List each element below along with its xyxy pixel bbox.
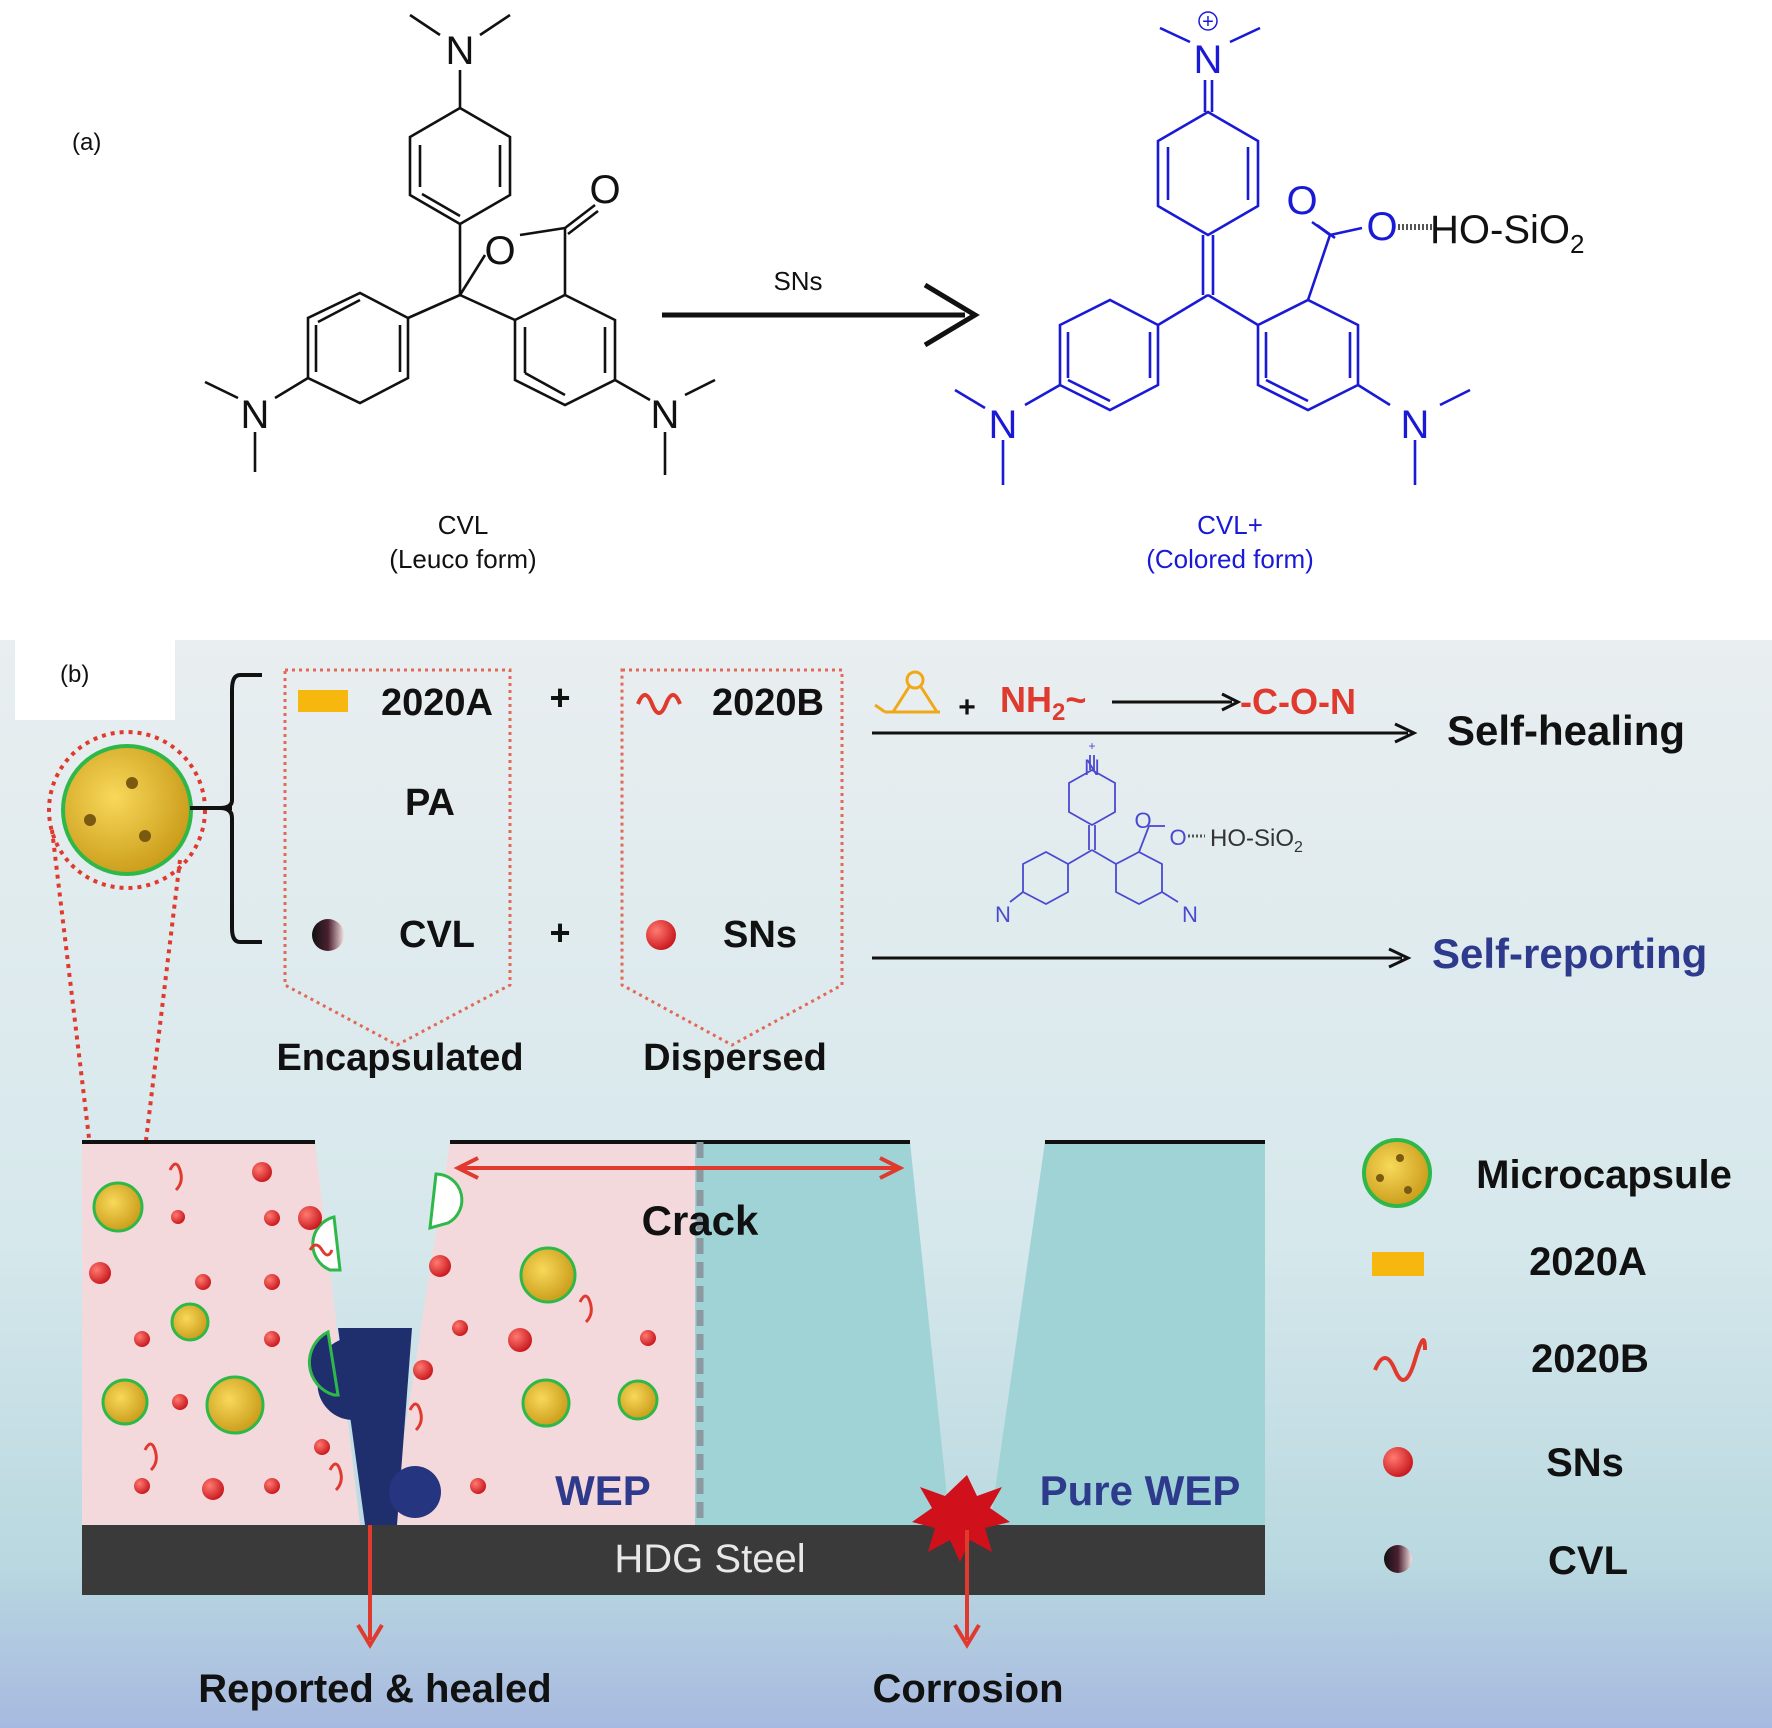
mini-cvl-atoms: N + N N O O — [995, 739, 1198, 927]
healing-arrow-head — [1394, 722, 1418, 744]
atom-n-top-plus: N — [1194, 38, 1223, 82]
reaction-plus: + — [958, 691, 976, 724]
content-bracket — [219, 673, 262, 944]
product-label: -C-O-N — [1240, 681, 1356, 722]
mini-n-right: N — [1182, 902, 1198, 927]
legend-2020b: 2020B — [1531, 1337, 1649, 1381]
dispersed-2020b-squiggles — [143, 1162, 593, 1492]
squiggle-2020b-icon — [636, 693, 682, 715]
healed-arrow-head — [356, 1623, 384, 1649]
cvl-leuco-structure — [204, 13, 716, 475]
cvl-dot-icon — [312, 919, 344, 951]
corrosion-burst-icon — [912, 1475, 1010, 1562]
steel-label: HDG Steel — [614, 1537, 805, 1581]
panel-a: (a) — [72, 11, 1584, 574]
legend-microcapsule: Microcapsule — [1476, 1153, 1732, 1197]
mini-cvl-structure — [1009, 755, 1205, 906]
corrosion-arrow-head — [953, 1623, 981, 1649]
atom-n-right: N — [651, 393, 680, 437]
atom-o-carbonyl-colored: O — [1286, 179, 1317, 223]
charge-circle — [1198, 11, 1218, 31]
ho-sio2-label: HO-SiO2 — [1430, 208, 1584, 259]
item-2020b: 2020B — [712, 682, 824, 724]
epoxide-icon — [874, 670, 940, 714]
reported-healed-label: Reported & healed — [198, 1667, 551, 1711]
reaction-arrow — [662, 282, 980, 348]
atom-o-carbonyl: O — [589, 168, 620, 212]
atom-n-right-colored: N — [1401, 403, 1430, 447]
item-sns: SNs — [723, 914, 797, 956]
legend-sns: SNs — [1546, 1441, 1624, 1485]
amine-arrow-head — [1221, 692, 1242, 712]
plus-bottom: + — [549, 912, 570, 953]
legend-2020a-icon — [1372, 1252, 1424, 1276]
mini-n-top: N — [1084, 755, 1100, 780]
reporting-arrow-head — [1388, 947, 1412, 969]
item-pa: PA — [405, 782, 455, 824]
item-cvl: CVL — [399, 914, 475, 956]
mini-o-ester: O — [1169, 825, 1186, 850]
atom-n-left-colored: N — [989, 403, 1018, 447]
sns-arrow-label: SNs — [773, 266, 822, 296]
atom-n-left: N — [241, 393, 270, 437]
sns-dot-icon — [646, 920, 676, 950]
mini-ho-sio2: HO-SiO2 — [1210, 825, 1303, 856]
corrosion-label: Corrosion — [872, 1667, 1063, 1711]
self-healing-label: Self-healing — [1447, 707, 1685, 754]
dispersed-sns-particles — [89, 1162, 656, 1500]
legend-cvl: CVL — [1548, 1539, 1628, 1583]
legend-cvl-icon — [1384, 1545, 1412, 1573]
leuco-form-label: (Leuco form) — [389, 544, 536, 574]
cvl-plus-label: CVL+ — [1197, 510, 1263, 540]
panel-b-tag-box — [15, 640, 175, 720]
legend-sns-icon — [1383, 1447, 1413, 1477]
colored-form-label: (Colored form) — [1146, 544, 1314, 574]
crack-label: Crack — [642, 1197, 759, 1244]
item-2020a: 2020A — [381, 682, 493, 724]
encapsulated-pentagon — [283, 668, 512, 1047]
atom-n-top: N — [446, 29, 475, 73]
encapsulated-caption: Encapsulated — [276, 1037, 523, 1079]
coating-cross-section — [82, 1140, 1265, 1525]
panel-b-tag: (b) — [60, 661, 89, 688]
pure-wep-label: Pure WEP — [1040, 1467, 1241, 1514]
positive-charge: + — [1202, 11, 1214, 33]
embedded-microcapsules — [92, 1181, 659, 1435]
legend: Microcapsule 2020A 2020B SNs CVL — [1362, 1138, 1732, 1583]
cvl-colored-atoms: N + N N O O — [989, 11, 1430, 447]
legend-microcapsule-icon — [1362, 1138, 1432, 1208]
atom-o-ester-colored: O — [1366, 205, 1397, 249]
cvl-colored-structure — [954, 26, 1471, 485]
panel-a-tag: (a) — [72, 129, 101, 156]
tape-2020a-icon — [298, 690, 348, 712]
amine-label: NH2~ — [1000, 679, 1086, 726]
legend-2020b-icon — [1373, 1338, 1427, 1382]
self-reporting-label: Self-reporting — [1432, 930, 1707, 977]
crack-arrow-right — [879, 1156, 905, 1180]
mini-o-carbonyl: O — [1134, 808, 1151, 833]
cvl-leuco-atoms: N N N O O — [241, 29, 680, 437]
legend-2020a: 2020A — [1529, 1240, 1647, 1284]
dispersed-caption: Dispersed — [643, 1037, 827, 1079]
wep-label: WEP — [555, 1467, 651, 1514]
atom-o-ring: O — [484, 229, 515, 273]
dispersed-pentagon — [620, 668, 844, 1047]
mini-n-left: N — [995, 902, 1011, 927]
plus-top: + — [549, 677, 570, 718]
hdg-steel-substrate — [82, 1525, 1265, 1595]
cvl-label: CVL — [438, 510, 489, 540]
panel-b: (b) 2020A PA CVL Encapsulated + + — [0, 640, 1772, 1728]
crack-arrow-left — [453, 1156, 479, 1180]
mini-charge: + — [1088, 739, 1095, 753]
